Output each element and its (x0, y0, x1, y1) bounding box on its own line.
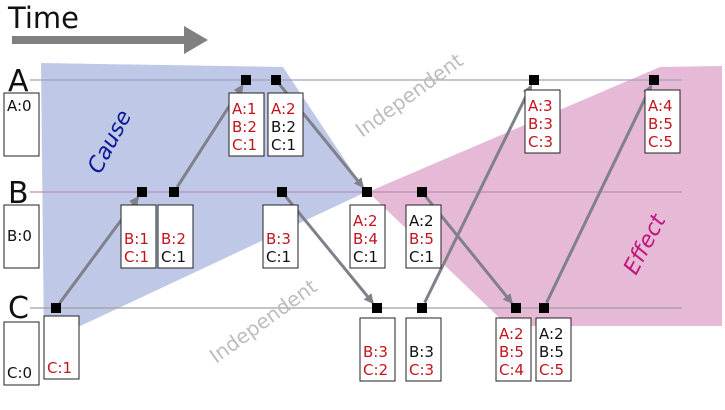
clock-entry: A:2 (499, 325, 524, 343)
event-c5: A:2B:5C:5 (535, 303, 572, 382)
event-marker (417, 187, 427, 197)
clock-entry: C:2 (363, 361, 388, 379)
clock-entry: C:3 (528, 133, 553, 151)
independent-label-top: Independent (351, 48, 468, 142)
clock-entry: B:1 (124, 230, 149, 248)
clock-entry: C:1 (409, 248, 434, 266)
clock-box (495, 317, 532, 382)
clock-box (644, 89, 681, 154)
clock-box (535, 317, 572, 382)
event-c3: B:3C:3 (405, 303, 442, 382)
clock-entry: B:3 (266, 230, 291, 248)
event-marker (277, 187, 287, 197)
event-marker (241, 75, 251, 85)
clock-box (349, 204, 386, 269)
clock-entry: A:2 (539, 325, 564, 343)
message-arrow-b3-c2 (284, 195, 374, 305)
message-arrow-c5-a4 (545, 84, 653, 304)
time-arrow-head (184, 26, 208, 54)
init-box-b (3, 204, 40, 269)
clock-entry: B:2 (271, 118, 296, 136)
event-marker (539, 303, 549, 313)
clock-entry: B:4 (353, 230, 378, 248)
clock-entry: A:2 (353, 212, 378, 230)
clock-entry: C:4 (499, 361, 524, 379)
clock-entry: C:1 (271, 136, 296, 154)
clock-entry: C:5 (539, 361, 564, 379)
clock-entry: A:2 (409, 212, 434, 230)
clock-entry: B:2 (161, 230, 186, 248)
clock-box (359, 317, 396, 382)
clock-entry: C:5 (648, 133, 673, 151)
event-c4: A:2B:5C:4 (495, 303, 532, 382)
clock-box (405, 317, 442, 382)
cause-region (41, 63, 366, 343)
event-a1: A:1B:2C:1 (228, 75, 265, 157)
clock-box (262, 204, 299, 269)
clock-entry: C:1 (47, 359, 72, 377)
event-marker (372, 303, 382, 313)
event-c2: B:3C:2 (359, 303, 396, 382)
effect-region (368, 66, 722, 326)
clock-entry: B:5 (499, 343, 524, 361)
event-marker (529, 75, 539, 85)
time-title: Time (7, 1, 79, 35)
clock-entry: B:5 (648, 115, 673, 133)
events-layer: C:1B:1C:1B:2C:1A:1B:2C:1A:2B:2C:1B:3C:1A… (43, 75, 681, 382)
init-box-a (3, 92, 40, 157)
message-arrow-c3-a3 (423, 84, 533, 304)
event-b4: A:2B:4C:1 (349, 187, 386, 269)
event-a2: A:2B:2C:1 (267, 75, 304, 157)
event-marker (51, 303, 61, 313)
clock-entry: B:5 (409, 230, 434, 248)
clock-box (43, 315, 80, 380)
process-label-b: B (8, 176, 29, 211)
independent-label-bottom: Independent (205, 274, 322, 368)
clock-box (524, 89, 561, 154)
event-b2: B:2C:1 (157, 187, 194, 269)
clock-entry: C:1 (124, 248, 149, 266)
clock-box (228, 92, 265, 157)
clock-entry: B:3 (409, 343, 434, 361)
clock-entry: C:1 (161, 248, 186, 266)
event-marker (649, 75, 659, 85)
clock-entry: B:3 (528, 115, 553, 133)
clock-entry: C:1 (266, 248, 291, 266)
clock-entry: B:5 (539, 343, 564, 361)
clock-entry: A:3 (528, 97, 553, 115)
event-a4: A:4B:5C:5 (644, 75, 681, 154)
clock-entry: C:3 (409, 361, 434, 379)
event-b3: B:3C:1 (262, 187, 299, 269)
clock-entry: C:1 (353, 248, 378, 266)
clock-entry: A:4 (648, 97, 673, 115)
event-marker (137, 187, 147, 197)
event-marker (417, 303, 427, 313)
event-marker (362, 187, 372, 197)
init-label-c: C:0 (7, 364, 32, 382)
event-marker (511, 303, 521, 313)
event-a3: A:3B:3C:3 (524, 75, 561, 154)
clock-entry: A:1 (232, 100, 257, 118)
event-marker (271, 75, 281, 85)
clock-box (120, 204, 157, 269)
clock-entry: C:1 (232, 136, 257, 154)
clock-box (405, 204, 442, 269)
init-label-b: B:0 (7, 227, 32, 245)
clock-entry: A:2 (271, 100, 296, 118)
event-b5: A:2B:5C:1 (405, 187, 442, 269)
init-box-c (3, 321, 40, 386)
clock-box (157, 204, 194, 269)
init-label-a: A:0 (7, 97, 32, 115)
clock-entry: B:3 (363, 343, 388, 361)
process-label-c: C (8, 291, 29, 326)
process-label-a: A (8, 64, 29, 99)
event-c1: C:1 (43, 303, 80, 380)
clock-entry: B:2 (232, 118, 257, 136)
event-b1: B:1C:1 (120, 187, 157, 269)
event-marker (169, 187, 179, 197)
clock-box (267, 92, 304, 157)
